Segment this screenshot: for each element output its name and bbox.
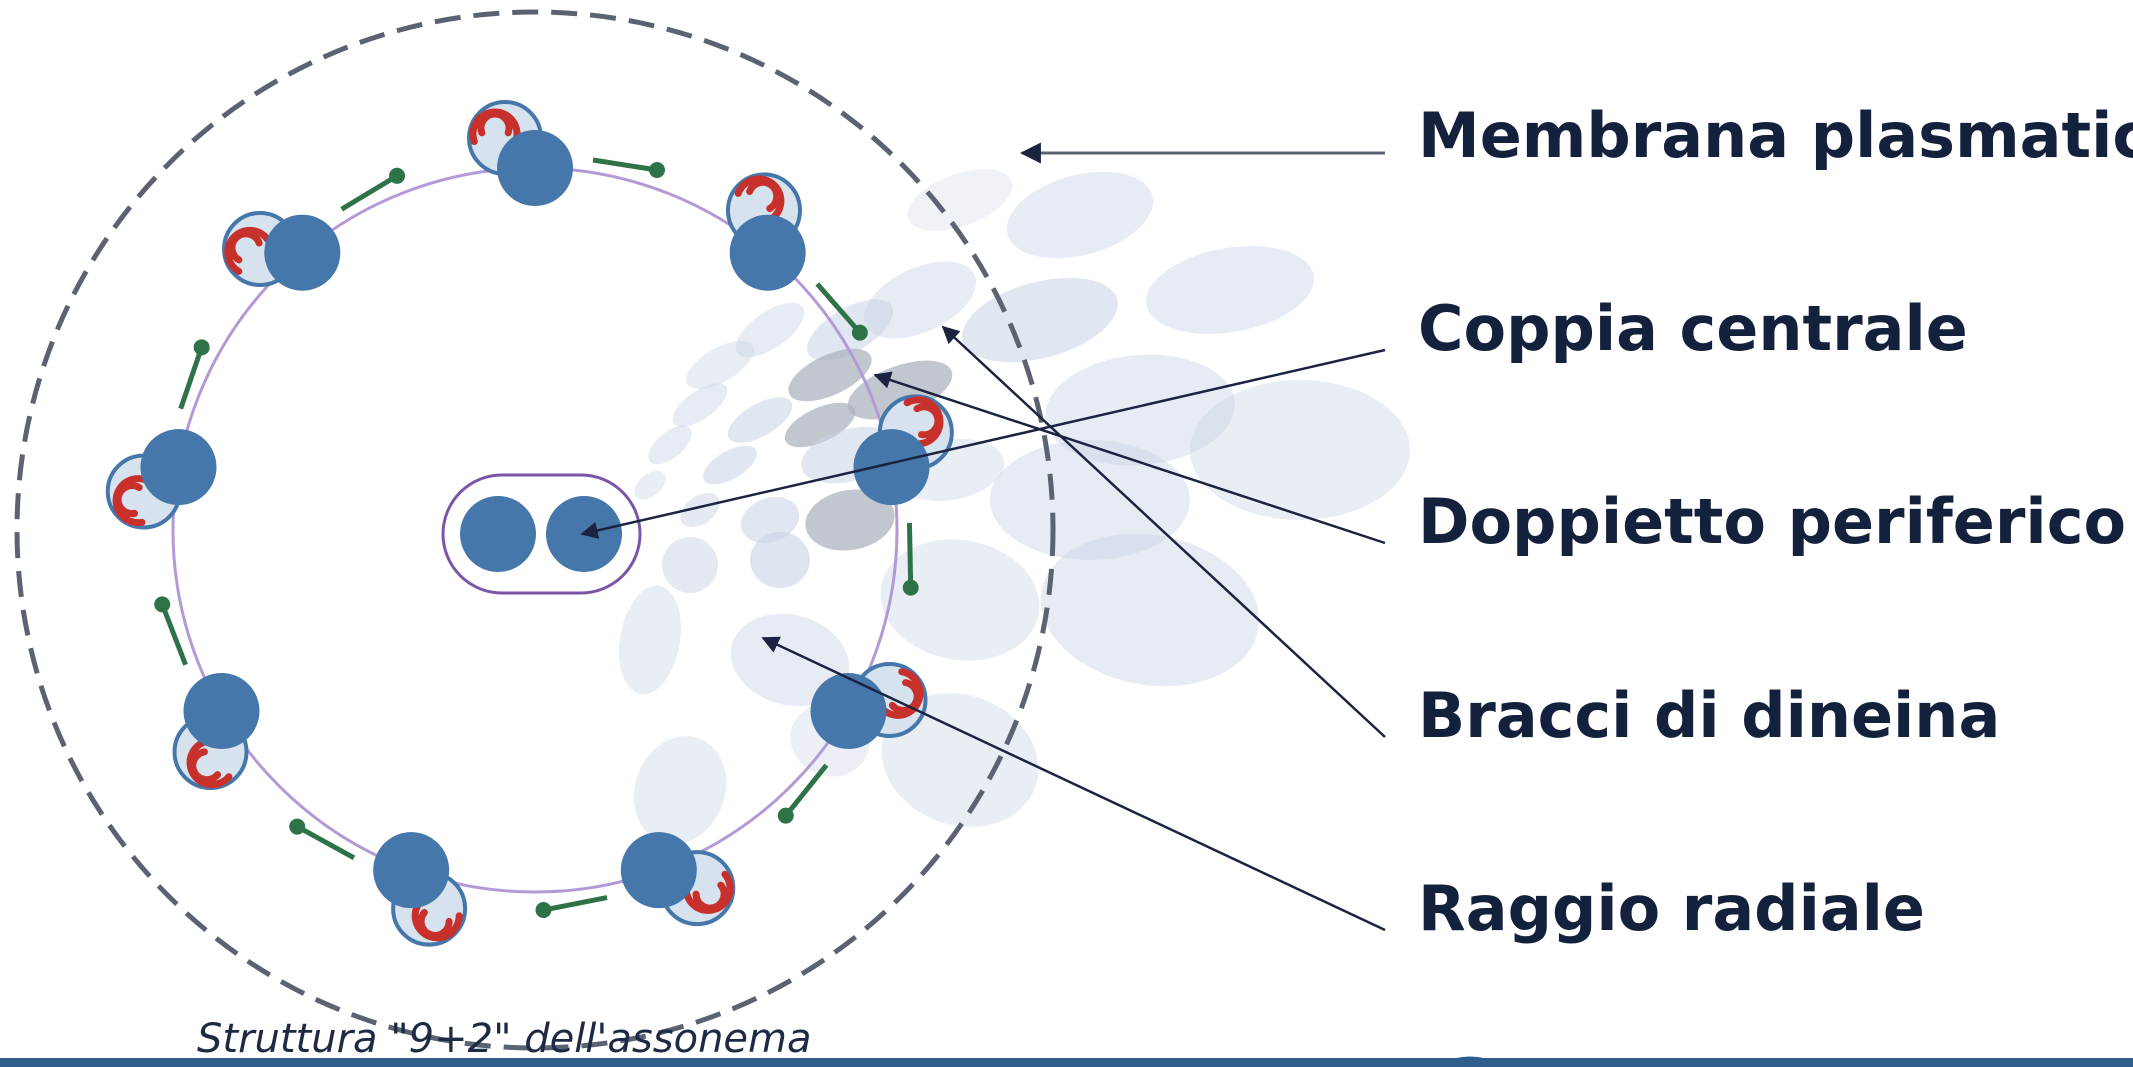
- radial-spoke: [296, 824, 356, 861]
- footer-logo: [1438, 1056, 1502, 1067]
- decor-blob: [686, 340, 754, 390]
- radial-spoke: [178, 346, 205, 410]
- peripheral-doublet: [222, 167, 406, 291]
- decor-blob: [740, 496, 800, 544]
- decor-blob: [907, 169, 1013, 231]
- leader-line-radial-spoke: [761, 636, 1386, 932]
- radial-spoke-head: [193, 339, 210, 356]
- a-tubule: [729, 214, 806, 291]
- radial-spoke-head: [535, 902, 552, 919]
- decor-blob: [680, 492, 720, 528]
- label-radial-spoke: Raggio radiale: [1418, 872, 1925, 945]
- radial-spoke-head: [851, 324, 868, 341]
- dynein-arm: [746, 178, 781, 212]
- decor-blob: [648, 425, 692, 465]
- a-tubule: [264, 214, 341, 291]
- decor-blob: [662, 537, 718, 593]
- radial-spoke: [815, 282, 862, 335]
- peripheral-doublet: [289, 818, 468, 947]
- decor-blob: [1190, 380, 1410, 520]
- decor-blob: [1045, 354, 1235, 466]
- peripheral-doublet: [777, 662, 928, 824]
- decor-blob: [881, 693, 1039, 827]
- a-tubule: [373, 832, 450, 909]
- radial-spoke: [543, 895, 608, 913]
- leader-line-central-pair: [580, 348, 1386, 540]
- labels: Membrana plasmatica Coppia centrale Dopp…: [1418, 99, 2133, 945]
- decor-blob: [1040, 533, 1260, 687]
- central-microtubule: [460, 496, 536, 572]
- decor-blob: [990, 440, 1190, 560]
- footer-band: [0, 1058, 2133, 1067]
- decor-blob: [634, 470, 666, 500]
- decor-blob: [863, 261, 977, 339]
- decor-blob: [807, 299, 893, 361]
- a-tubule: [183, 673, 260, 749]
- dynein-arm: [913, 403, 942, 439]
- label-membrane: Membrana plasmatica: [1418, 99, 2133, 172]
- decor-blob: [788, 348, 872, 402]
- a-tubule: [497, 130, 573, 206]
- central-sheath: [441, 473, 642, 595]
- a-tubule: [810, 673, 887, 749]
- dynein-arm: [417, 908, 453, 939]
- leader-lines: [580, 142, 1386, 932]
- diagram-caption: Struttura "9+2" dell'assonema: [197, 1016, 812, 1062]
- radial-spoke-head: [389, 167, 406, 184]
- decor-blob: [750, 532, 810, 588]
- decor-blob: [784, 402, 856, 448]
- label-dynein-arms: Bracci di dineina: [1418, 679, 2000, 752]
- radial-spoke-head: [902, 579, 919, 596]
- dynein-arm: [888, 679, 921, 714]
- decor-blob: [1006, 171, 1154, 259]
- decor-blob: [703, 445, 757, 485]
- a-tubule: [620, 832, 697, 909]
- radial-spoke-head: [289, 818, 306, 835]
- leader-line-peripheral-doublet: [873, 371, 1386, 545]
- label-central-pair: Coppia centrale: [1418, 292, 1968, 365]
- dynein-arm: [189, 748, 222, 784]
- decor-blob: [618, 585, 682, 695]
- radial-spoke: [783, 763, 829, 818]
- peripheral-doublet: [105, 339, 217, 530]
- radial-spoke-head: [777, 807, 794, 824]
- decor-blob: [672, 383, 728, 427]
- radial-spoke-head: [154, 596, 171, 613]
- leader-line-dynein-arms: [941, 325, 1386, 738]
- peripheral-doublets: [105, 100, 954, 947]
- decor-blob: [730, 613, 850, 707]
- decor-blob: [880, 539, 1040, 661]
- peripheral-doublet: [535, 832, 736, 927]
- radial-spoke: [159, 603, 188, 666]
- peripheral-doublet: [467, 100, 665, 206]
- background-decoration: [618, 169, 1410, 844]
- decor-blob: [727, 397, 793, 443]
- a-tubule: [140, 429, 217, 506]
- peripheral-doublet: [853, 394, 954, 596]
- decor-blob: [1145, 246, 1315, 334]
- dynein-arm: [692, 881, 728, 912]
- label-peripheral-doublet: Doppietto periferico: [1418, 485, 2126, 558]
- dynein-arm: [114, 482, 143, 518]
- peripheral-doublet: [154, 596, 260, 790]
- radial-spoke: [906, 522, 914, 588]
- dynein-arm: [228, 230, 263, 264]
- central-pair: [441, 473, 642, 595]
- radial-spoke-head: [649, 162, 665, 178]
- decor-blob: [805, 489, 895, 551]
- dynein-arm: [477, 110, 513, 137]
- radial-spoke: [340, 173, 399, 212]
- decor-blob: [633, 736, 727, 844]
- a-tubule: [853, 429, 930, 506]
- decor-blob: [735, 302, 805, 358]
- peripheral-doublet: [725, 172, 868, 341]
- radial-spoke: [592, 157, 658, 173]
- plasma-membrane: [14, 9, 1056, 1051]
